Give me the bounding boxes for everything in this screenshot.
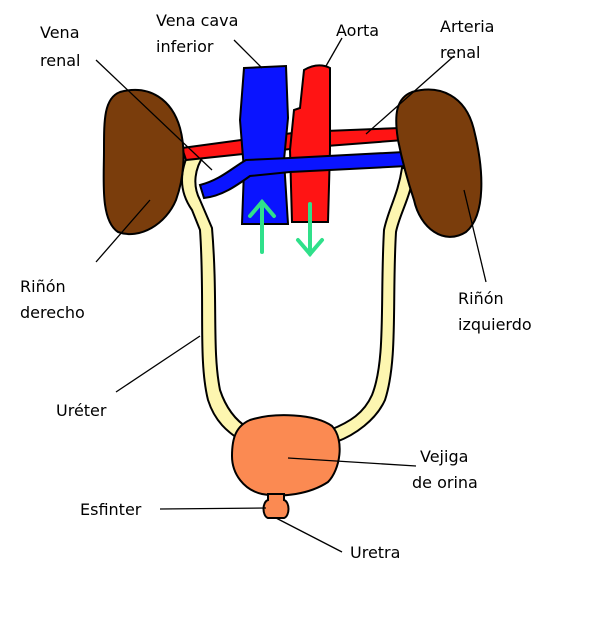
right-kidney bbox=[102, 88, 185, 235]
upward-flow-arrow bbox=[248, 198, 276, 254]
downward-flow-arrow bbox=[296, 202, 324, 258]
vena-cava-leader bbox=[233, 39, 263, 69]
vejiga-leader bbox=[287, 457, 417, 467]
aorta-leader bbox=[325, 37, 343, 67]
left-ureter bbox=[328, 167, 416, 444]
ureter-leader bbox=[115, 335, 201, 393]
label-uretra: Uretra bbox=[350, 543, 400, 562]
label-rinon-derecho: Riñón derecho bbox=[20, 277, 85, 322]
inferior-vena-cava bbox=[238, 64, 290, 225]
label-esfinter: Esfinter bbox=[80, 500, 142, 519]
esfinter-leader bbox=[159, 507, 267, 510]
label-arteria-renal: Arteria renal bbox=[440, 17, 500, 62]
rinon-derecho-leader bbox=[95, 199, 151, 263]
aorta bbox=[288, 64, 331, 223]
label-ureter: Uréter bbox=[56, 401, 107, 420]
arteria-renal-leader bbox=[365, 55, 455, 135]
vena-renal-leader bbox=[95, 59, 213, 171]
sphincter bbox=[262, 493, 290, 519]
left-kidney bbox=[395, 88, 483, 238]
label-vena-renal: Vena renal bbox=[40, 23, 85, 70]
uretra-leader bbox=[275, 517, 343, 553]
label-vejiga: Vejiga de orina bbox=[412, 447, 478, 492]
label-aorta: Aorta bbox=[336, 21, 379, 40]
rinon-izquierdo-leader bbox=[463, 189, 487, 283]
label-rinon-izquierdo: Riñón izquierdo bbox=[458, 289, 532, 334]
bladder bbox=[230, 414, 341, 497]
label-vena-cava: Vena cava inferior bbox=[156, 11, 244, 56]
